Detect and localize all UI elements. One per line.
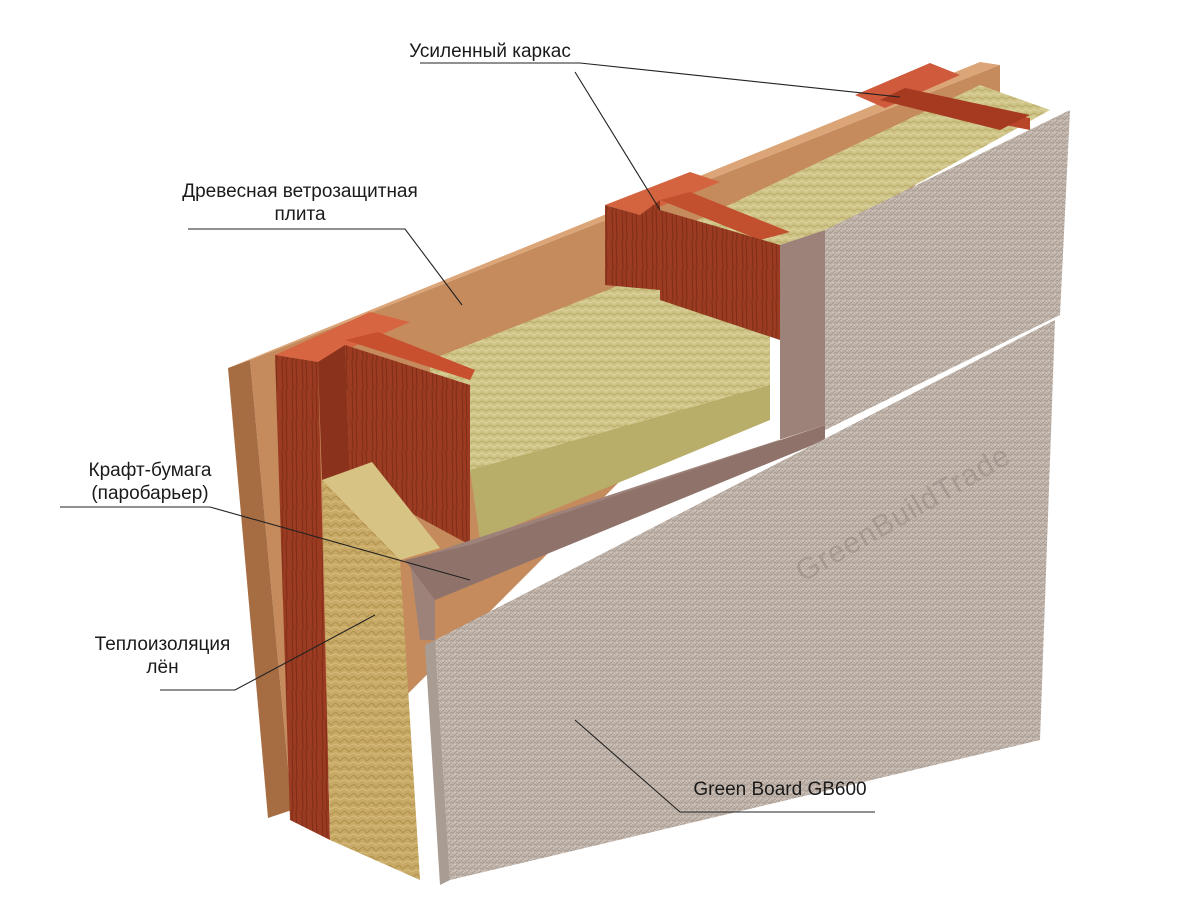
label-greenboard: Green Board GB600 xyxy=(680,778,880,801)
stud-front-top xyxy=(275,312,410,362)
leader-lines xyxy=(60,62,901,813)
insulation-top-front-face xyxy=(470,385,770,540)
kraft-paper-lower xyxy=(405,425,825,600)
leader-kraft xyxy=(60,506,471,581)
label-kraft: Крафт-бумага (паробарьер) xyxy=(75,459,225,505)
wind-board-edge xyxy=(228,360,292,818)
label-kraft-line1: Крафт-бумага xyxy=(88,460,212,481)
stud-rear-web xyxy=(880,88,1030,130)
stud-front-flange-top xyxy=(345,332,475,380)
stud-middle-web xyxy=(605,200,660,290)
label-frame-text: Усиленный каркас xyxy=(409,41,571,62)
insulation-left-face xyxy=(322,480,420,880)
stud-middle-face xyxy=(660,210,780,340)
label-kraft-line2: (паробарьер) xyxy=(91,483,209,504)
leader-windboard xyxy=(188,228,463,306)
label-insulation-line2: лён xyxy=(146,657,179,678)
label-windboard-line2: плита xyxy=(274,204,326,225)
green-board-edge xyxy=(425,640,450,885)
stud-rear-top xyxy=(855,63,960,108)
label-windboard-line1: Древесная ветрозащитная xyxy=(182,181,418,202)
label-insulation-line1: Теплоизоляция xyxy=(94,634,231,655)
green-board-upper xyxy=(825,110,1070,430)
label-greenboard-text: Green Board GB600 xyxy=(693,779,867,800)
leader-frame-1 xyxy=(420,62,901,98)
insulation-top-front xyxy=(430,285,770,475)
insulation-left-top xyxy=(322,462,440,560)
leader-frame-2 xyxy=(574,71,661,211)
label-insulation: Теплоизоляция лён xyxy=(75,633,250,679)
stud-front-face xyxy=(345,345,470,545)
leader-greenboard xyxy=(574,719,875,813)
green-board-lower xyxy=(435,320,1055,880)
leader-insulation xyxy=(160,614,376,691)
stud-front-side xyxy=(275,355,330,840)
label-windboard: Древесная ветрозащитная плита xyxy=(160,180,440,226)
stud-middle-flange-top xyxy=(660,192,790,240)
stud-front-web xyxy=(318,345,350,480)
label-frame: Усиленный каркас xyxy=(395,40,585,63)
stud-middle-top xyxy=(605,172,720,215)
